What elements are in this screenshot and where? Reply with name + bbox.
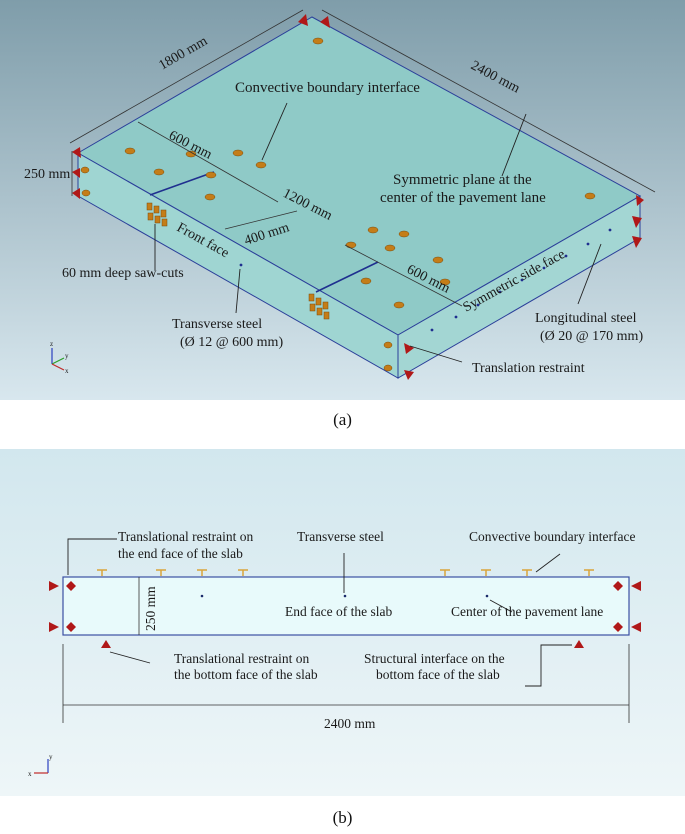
- label-length-b: 2400 mm: [324, 716, 376, 731]
- axis-triad-a: z y x: [50, 340, 69, 375]
- label-center-lane: Center of the pavement lane: [451, 604, 603, 619]
- label-thickness-b: 250 mm: [143, 586, 158, 631]
- end-face-diagram: Translational restraint on the end face …: [0, 449, 685, 796]
- axis-label-y-b: y: [49, 753, 53, 761]
- axis-label-y: y: [65, 352, 69, 360]
- axis-label-z: z: [50, 340, 53, 348]
- label-restraint-end-2: the end face of the slab: [118, 546, 243, 561]
- saw-cut-cluster-2: [308, 293, 330, 320]
- isometric-slab-diagram: Convective boundary interface 1800 mm 24…: [0, 0, 685, 400]
- restraint-triangles: [72, 14, 644, 380]
- steel-dots: [239, 228, 612, 332]
- axis-label-x-b: x: [28, 770, 32, 778]
- label-longitudinal-steel-1: Longitudinal steel: [535, 311, 637, 326]
- label-translation-restraint: Translation restraint: [472, 361, 585, 376]
- dimension-lines-b: [62, 577, 630, 723]
- restraints-b: [49, 581, 641, 648]
- convective-markers-b: [97, 569, 594, 576]
- convective-markers: [80, 37, 596, 372]
- label-end-face: End face of the slab: [285, 604, 392, 619]
- dimension-lines: [69, 9, 656, 307]
- label-transverse-steel-2: (Ø 12 @ 600 mm): [180, 335, 283, 350]
- leader-lines-b: [67, 538, 572, 687]
- leader-lines: [154, 102, 602, 363]
- saw-cut-line-2: [315, 261, 379, 293]
- label-symmetric-plane-1: Symmetric plane at the: [393, 172, 532, 188]
- steel-dots-b: [200, 594, 489, 598]
- dimension-thickness: 250 mm: [24, 167, 70, 182]
- label-convective-boundary-a: Convective boundary interface: [235, 80, 420, 96]
- label-restraint-bottom-2: the bottom face of the slab: [174, 667, 318, 682]
- panel-a-isometric: Convective boundary interface 1800 mm 24…: [0, 0, 685, 400]
- label-restraint-bottom-1: Translational restraint on: [174, 651, 309, 666]
- label-structural-2: bottom face of the slab: [376, 667, 500, 682]
- panel-b-end-view: Translational restraint on the end face …: [0, 449, 685, 796]
- label-transverse-b: Transverse steel: [297, 529, 384, 544]
- label-structural-1: Structural interface on the: [364, 651, 505, 666]
- saw-cut-line-1: [149, 171, 215, 196]
- label-symmetric-plane-2: center of the pavement lane: [380, 190, 546, 206]
- saw-cut-cluster-1: [146, 202, 168, 227]
- label-restraint-end-1: Translational restraint on: [118, 529, 253, 544]
- slab-end-face: [62, 576, 630, 636]
- label-saw-cuts: 60 mm deep saw-cuts: [62, 266, 184, 281]
- label-transverse-steel-1: Transverse steel: [172, 317, 262, 332]
- label-longitudinal-steel-2: (Ø 20 @ 170 mm): [540, 329, 643, 344]
- label-convective-b: Convective boundary interface: [469, 529, 635, 544]
- axis-label-x: x: [65, 367, 69, 375]
- caption-a: (a): [333, 410, 352, 429]
- caption-b: (b): [332, 808, 353, 827]
- axis-triad-b: y x: [28, 753, 53, 778]
